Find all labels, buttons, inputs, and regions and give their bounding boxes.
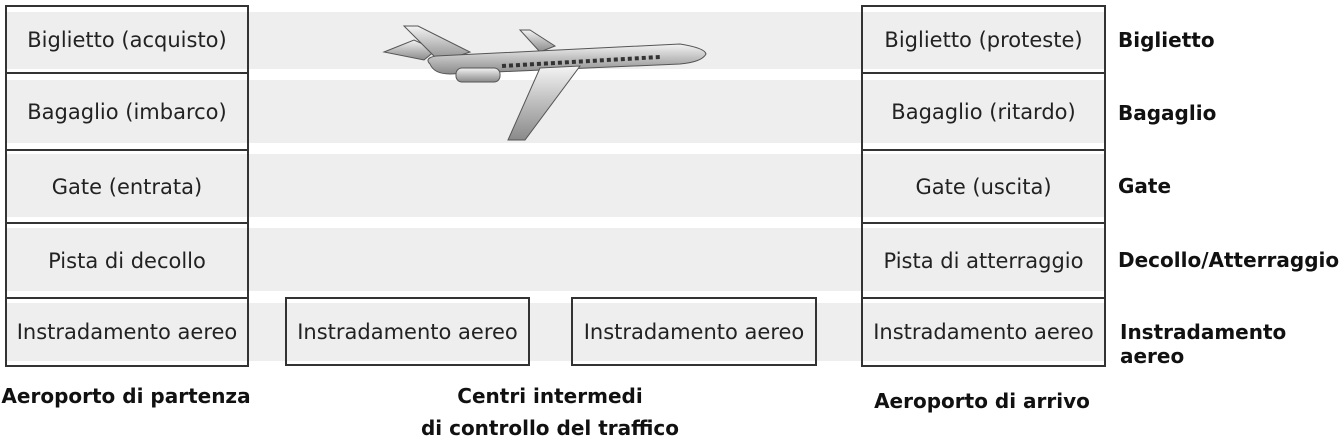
layer-band-runway xyxy=(5,228,1105,291)
intermediate-routing-box-1: Instradamento aereo xyxy=(285,297,530,366)
arrival-ticket-box: Biglietto (proteste) xyxy=(861,5,1106,74)
arrival-caption: Aeroporto di arrivo xyxy=(874,389,1090,413)
arrival-runway-box: Pista di atterraggio xyxy=(861,222,1106,299)
intermediate-caption-line1: Centri intermedi xyxy=(457,384,643,408)
layer-band-routing xyxy=(5,303,1105,361)
arrival-baggage-box: Bagaglio (ritardo) xyxy=(861,72,1106,151)
departure-caption: Aeroporto di partenza xyxy=(1,384,251,408)
departure-baggage-box: Bagaglio (imbarco) xyxy=(5,72,249,151)
departure-ticket-box: Biglietto (acquisto) xyxy=(5,5,249,74)
airplane-icon xyxy=(382,25,707,141)
layer-name-gate: Gate xyxy=(1118,174,1172,198)
layer-name-ticket: Biglietto xyxy=(1118,28,1215,52)
layer-name-baggage: Bagaglio xyxy=(1118,101,1217,125)
intermediate-caption-line2: di controllo del traffico xyxy=(420,416,680,440)
layer-name-runway: Decollo/Atterraggio xyxy=(1118,248,1340,272)
arrival-gate-box: Gate (uscita) xyxy=(861,149,1106,224)
intermediate-caption: Centri intermedi di controllo del traffi… xyxy=(400,380,700,444)
departure-routing-box: Instradamento aereo xyxy=(5,297,249,367)
intermediate-routing-box-2: Instradamento aereo xyxy=(571,297,817,366)
layer-name-routing: Instradamento aereo xyxy=(1120,320,1287,368)
departure-gate-box: Gate (entrata) xyxy=(5,149,249,224)
layer-band-gate xyxy=(5,154,1105,217)
arrival-routing-box: Instradamento aereo xyxy=(861,297,1106,367)
departure-runway-box: Pista di decollo xyxy=(5,222,249,299)
